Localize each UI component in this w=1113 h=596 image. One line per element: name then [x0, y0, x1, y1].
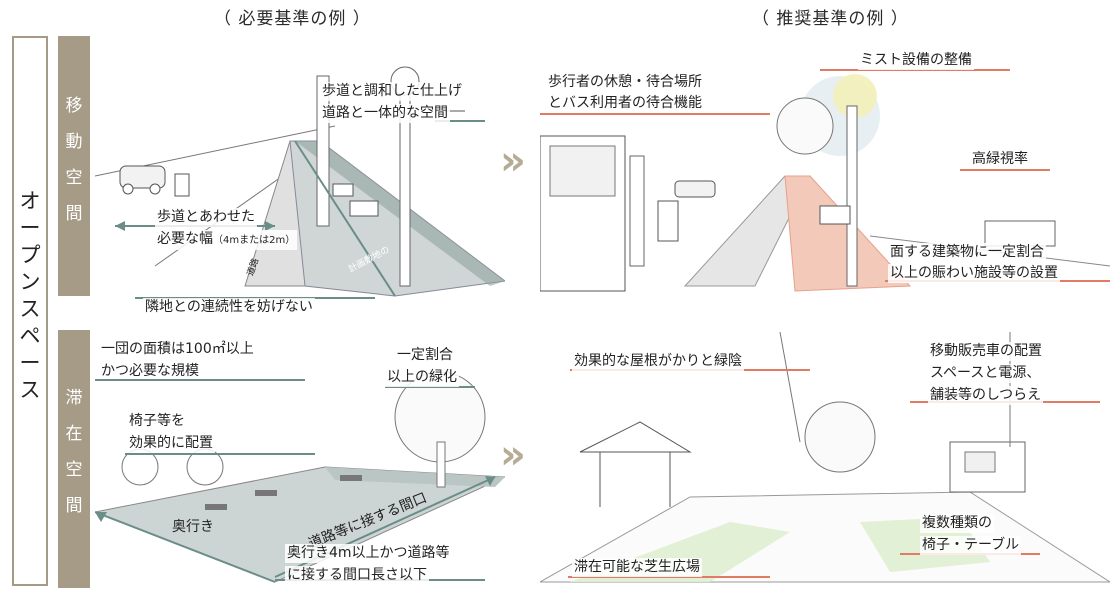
move-rec-label-1: 歩行者の休憩・待合場所 [546, 73, 704, 92]
header-recommended: （ 推奨基準の例 ） [752, 9, 909, 29]
move-req-label-3: 歩道とあわせた [155, 208, 257, 227]
stay-rec-label-6: 椅子・テーブル [920, 536, 1022, 555]
stay-req-label-4: 以上の緑化 [385, 368, 459, 387]
stay-req-label-5: 椅子等を [127, 412, 187, 431]
move-space-label: 移動空間 [65, 96, 83, 224]
open-space-label: オープンスペース [19, 189, 41, 402]
stay-rec-label-1: 効果的な屋根がかりと緑陰 [572, 352, 744, 371]
stay-space-label-box: 滞在空間 [58, 330, 90, 588]
move-rec-label-3: ミスト設備の整備 [858, 51, 974, 70]
header-required: （ 必要基準の例 ） [214, 9, 371, 29]
stay-req-label-2: かつ必要な規模 [101, 363, 199, 379]
stay-req-label-7: 奥行き [172, 519, 214, 535]
move-req-label-2: 道路と一体的な空間 [320, 104, 450, 123]
move-req-label-1: 歩道と調和した仕上げ [320, 82, 464, 101]
stay-req-label-3: 一定割合 [395, 346, 455, 365]
stay-req-label-1: 一団の面積は100㎡以上 [101, 341, 254, 357]
move-req-label-5: 隣地との連続性を妨げない [143, 298, 315, 317]
move-rec-label-4: 高緑視率 [970, 150, 1030, 169]
move-rec-label-2: とバス利用者の待合機能 [546, 94, 704, 113]
street-sketch-2 [540, 69, 1110, 292]
stay-req-label-9: 奥行き4m以上かつ道路等 [285, 544, 452, 563]
street-sketch-1 [95, 66, 505, 299]
panel-move-required: 歩道と調和した仕上げ 道路と一体的な空間 歩道とあわせた 必要な幅（4mまたは2… [95, 36, 505, 317]
panel-stay-recommended: 効果的な屋根がかりと緑陰 移動販売車の配置 スペースと電源、 舗装等のしつらえ … [540, 332, 1110, 594]
stay-rec-label-7: 滞在可能な芝生広場 [572, 558, 702, 577]
stay-rec-label-4: 舗装等のしつらえ [928, 386, 1044, 405]
stay-rec-label-3: スペースと電源、 [928, 364, 1043, 383]
move-req-label-4: 必要な幅（4mまたは2m） [155, 230, 298, 250]
move-rec-label-5: 面する建築物に一定割合 [888, 243, 1046, 262]
stay-rec-label-5: 複数種類の [920, 514, 994, 533]
stay-req-label-6: 効果的に配置 [127, 434, 215, 453]
stay-req-label-10: に接する間口長さ以下 [285, 566, 429, 585]
stay-space-label: 滞在空間 [65, 388, 83, 516]
panel-move-recommended: 歩行者の休憩・待合場所 とバス利用者の待合機能 ミスト設備の整備 高緑視率 面す… [540, 36, 1110, 318]
panel-stay-required: 一団の面積は100㎡以上 かつ必要な規模 一定割合 以上の緑化 椅子等を 効果的… [95, 332, 505, 594]
stay-rec-label-2: 移動販売車の配置 [928, 342, 1044, 361]
move-rec-label-6: 以上の賑わい施設等の設置 [888, 264, 1060, 283]
open-space-label-box: オープンスペース [12, 36, 48, 586]
move-space-label-box: 移動空間 [58, 36, 90, 296]
